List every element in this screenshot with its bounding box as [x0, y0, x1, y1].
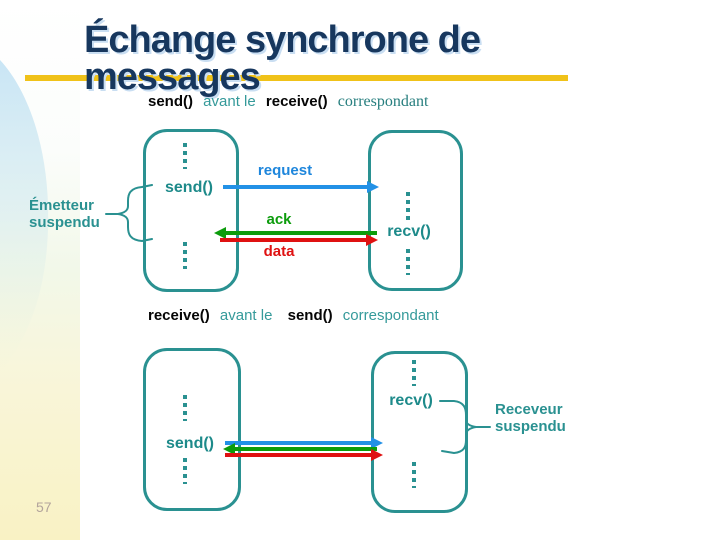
emitter-suspended-note: Émetteur suspendu: [29, 197, 100, 231]
receiver-note-line1: Receveur: [495, 401, 563, 418]
data-arrowhead-right-bottom: [371, 449, 383, 461]
emitter-note-line1: Émetteur: [29, 197, 95, 214]
timeline-dotted-segment: [406, 249, 410, 275]
ack-arrowhead-left-bottom: [223, 443, 235, 455]
title-underline: [25, 75, 568, 81]
receiver-suspended-note: Receveur suspendu: [495, 401, 566, 435]
request-arrowhead-right-bottom: [371, 437, 383, 449]
timeline-dotted-segment: [183, 395, 187, 421]
emitter-suspension-brace: [105, 184, 153, 242]
request-arrow-line: [223, 185, 368, 189]
receiver-note-line2: suspendu: [495, 418, 566, 435]
timeline-dotted-segment: [412, 462, 416, 488]
title-line-1: Échange synchrone de: [84, 19, 481, 61]
data-arrowhead-right: [366, 234, 378, 246]
page-number: 57: [36, 499, 52, 515]
data-arrow-line: [220, 238, 366, 242]
timeline-dotted-segment: [412, 360, 416, 386]
ack-arrow-line-bottom: [234, 447, 377, 451]
emitter-note-line2: suspendu: [29, 214, 100, 231]
timeline-dotted-segment: [183, 458, 187, 484]
timeline-dotted-segment: [183, 242, 187, 269]
request-arrow-line-bottom: [225, 441, 372, 445]
send-call-text: send(): [148, 93, 193, 110]
heading-send-first: send() avant le receive() correspondant: [148, 93, 428, 111]
page-title: Échange synchrone de messages: [84, 19, 684, 98]
correspondant-text: correspondant: [337, 93, 429, 110]
receiver-timeline-box-top: [368, 130, 463, 291]
receiver-suspension-brace: [439, 400, 491, 454]
send-call-label-bottom: send(): [166, 435, 214, 452]
ack-arrow-line: [225, 231, 377, 235]
avant-le-text: avant le: [219, 307, 273, 324]
request-label: request: [257, 162, 313, 179]
ack-label: ack: [266, 211, 292, 228]
avant-le-text: avant le: [203, 93, 256, 110]
receive-call-text: receive(): [265, 93, 328, 110]
request-arrowhead-right: [367, 181, 379, 193]
data-label: data: [263, 243, 295, 260]
left-blue-blob: [0, 60, 49, 372]
timeline-dotted-segment: [183, 143, 187, 169]
data-arrow-line-bottom: [225, 453, 372, 457]
correspondant-text: correspondant: [342, 307, 439, 324]
sender-timeline-box-top: [143, 129, 239, 292]
recv-call-label-top: recv(): [387, 223, 431, 240]
sender-timeline-box-bottom: [143, 348, 241, 511]
send-call-label-top: send(): [165, 179, 213, 196]
ack-arrowhead-left: [214, 227, 226, 239]
send-call-text: send(): [287, 307, 333, 324]
timeline-dotted-segment: [406, 192, 410, 222]
recv-call-label-bottom: recv(): [389, 392, 433, 409]
title-line-2: messages: [84, 56, 261, 98]
heading-receive-first: receive() avant le send() correspondant: [148, 307, 439, 324]
receive-call-text: receive(): [148, 307, 210, 324]
